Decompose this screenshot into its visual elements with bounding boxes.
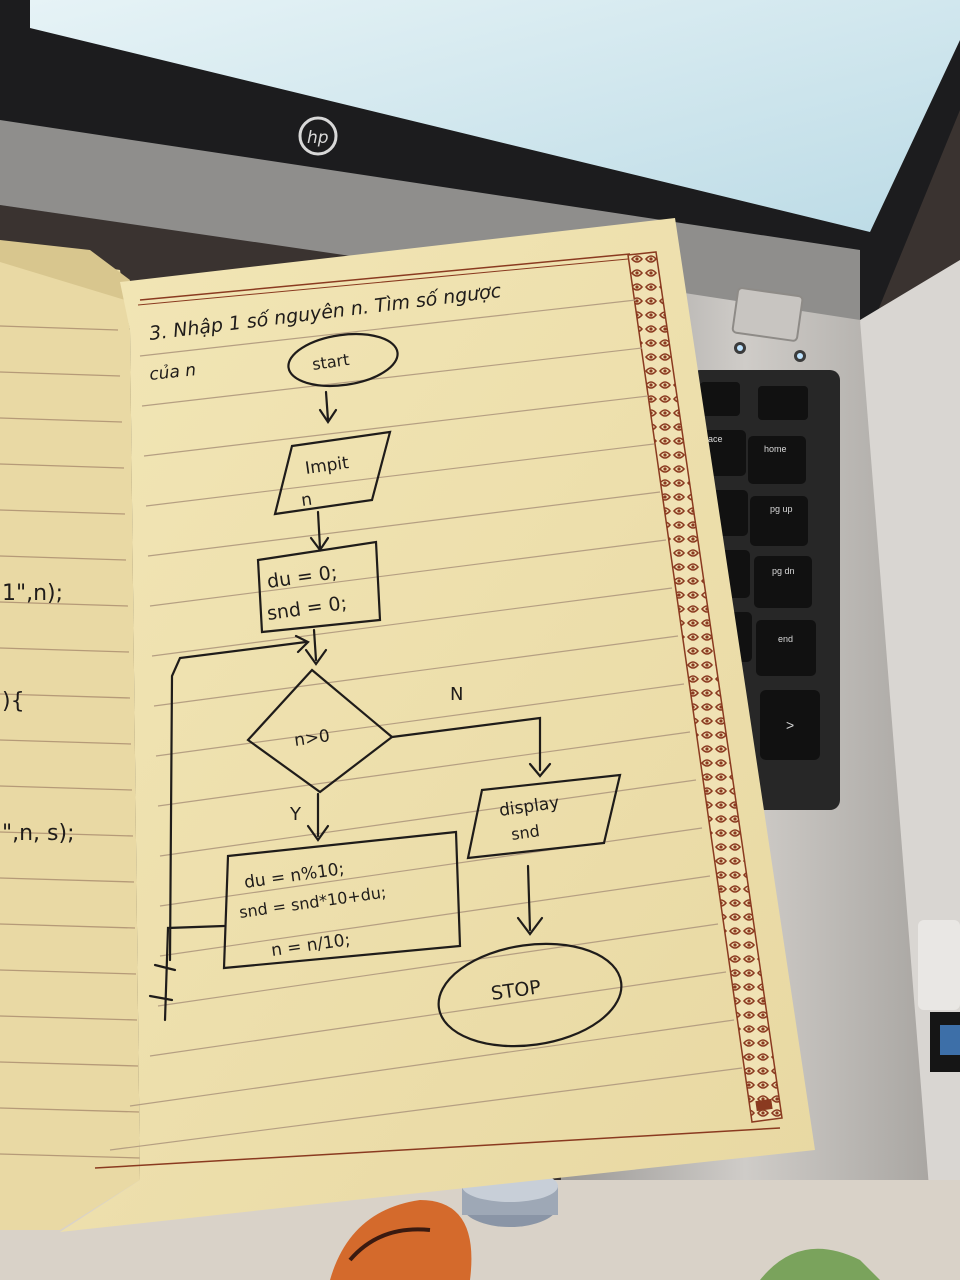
loop-return-line: [168, 640, 308, 962]
display-label-2: snd: [510, 821, 541, 844]
left-page-fragment-3: ",n, s);: [2, 821, 75, 846]
hp-logo: hp: [298, 116, 338, 156]
arrow-input-init: [316, 510, 322, 550]
arrow-start-input: [324, 390, 330, 422]
decision-label: n>0: [293, 726, 331, 751]
key-home: home: [764, 444, 787, 454]
page-border-decoration: [627, 251, 783, 1123]
arrow-display-stop: [526, 864, 532, 932]
display-box: [466, 773, 622, 860]
loop-body-box: [222, 830, 462, 970]
arrow-init-decision: [312, 628, 318, 662]
yes-label: Y: [289, 804, 302, 825]
flowchart: [148, 332, 623, 1048]
laptop-screen: [30, 0, 960, 232]
input-box: [273, 430, 392, 516]
left-page-fragment-2: ){: [2, 689, 25, 714]
init-box: [256, 540, 382, 634]
notebook-right-page: [60, 218, 815, 1232]
notebook-left-page: 1",n); ){ ",n, s);: [0, 240, 141, 1230]
input-label-2: n: [300, 490, 313, 511]
no-label: N: [450, 684, 463, 705]
left-page-fragment-1: 1",n);: [2, 581, 63, 606]
key-ace: ace: [708, 434, 723, 444]
svg-text:hp: hp: [307, 128, 329, 148]
key-end: end: [778, 634, 793, 644]
arrow-no-branch: [390, 716, 542, 772]
stop-terminal: [437, 942, 623, 1048]
heading-line-2: của n: [148, 360, 197, 385]
start-terminal: [287, 332, 399, 388]
key-pgdn: pg dn: [772, 566, 795, 576]
decision-diamond: [246, 668, 394, 794]
key-arrow: >: [786, 717, 794, 733]
key-pgup: pg up: [770, 504, 793, 514]
loop-back-line: [163, 924, 226, 1022]
